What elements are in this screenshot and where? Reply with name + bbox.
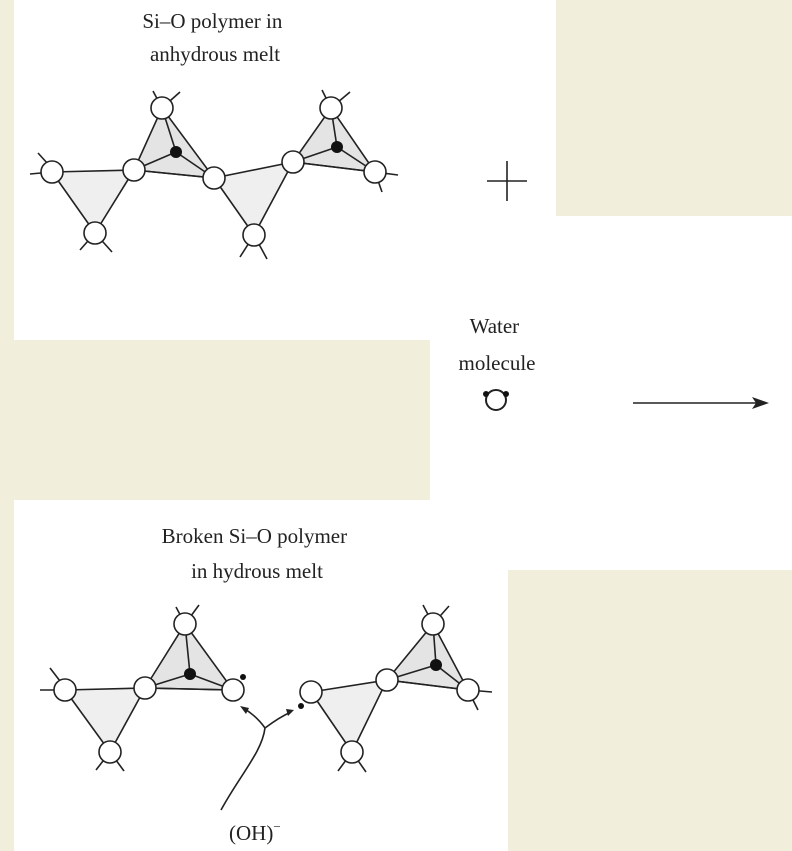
hydroxyl-label: (OH)− — [229, 819, 281, 845]
hydroxyl-pointer — [220, 706, 294, 811]
panel-middle — [430, 216, 792, 501]
anhydrous-title: Si–O polymer in anhydrous melt — [142, 9, 287, 66]
anhydrous-polymer — [29, 89, 399, 260]
hydrous-title: Broken Si–O polymer in hydrous melt — [162, 524, 353, 583]
plus-sign — [487, 161, 527, 201]
hydrous-fragment-right — [298, 604, 493, 773]
reaction-arrow — [633, 397, 769, 409]
hydrous-fragment-left — [40, 604, 246, 772]
water-title: Water molecule — [459, 314, 536, 375]
panel-bottom-link — [430, 500, 792, 570]
water-molecule-icon — [483, 389, 509, 411]
